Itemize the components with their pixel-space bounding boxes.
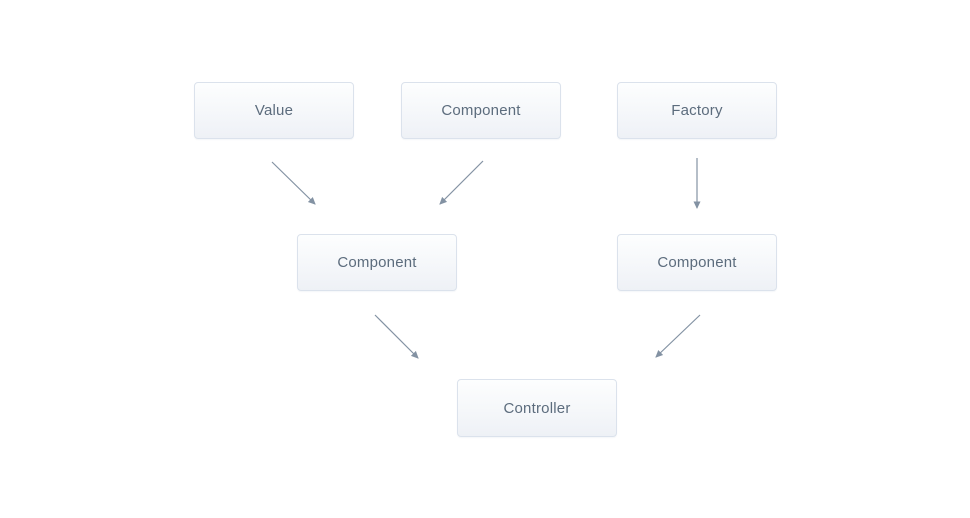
node-factory: Factory [617, 82, 777, 139]
node-value-label: Value [254, 102, 294, 119]
edge-value-to-component-left [271, 161, 316, 205]
edge-component-top-to-component-left [439, 160, 484, 205]
node-factory-label: Factory [671, 102, 723, 119]
node-component-right-label: Component [657, 254, 737, 271]
node-component-left-label: Component [337, 254, 417, 271]
node-component-right: Component [617, 234, 777, 291]
node-value: Value [194, 82, 354, 139]
edge-component-right-to-controller [655, 314, 701, 358]
edge-component-left-to-controller [374, 314, 419, 359]
node-controller-label: Controller [503, 399, 571, 417]
node-controller: Controller [457, 379, 617, 437]
node-component-top-label: Component [441, 102, 521, 119]
node-component-left: Component [297, 234, 457, 291]
node-component-top: Component [401, 82, 561, 139]
